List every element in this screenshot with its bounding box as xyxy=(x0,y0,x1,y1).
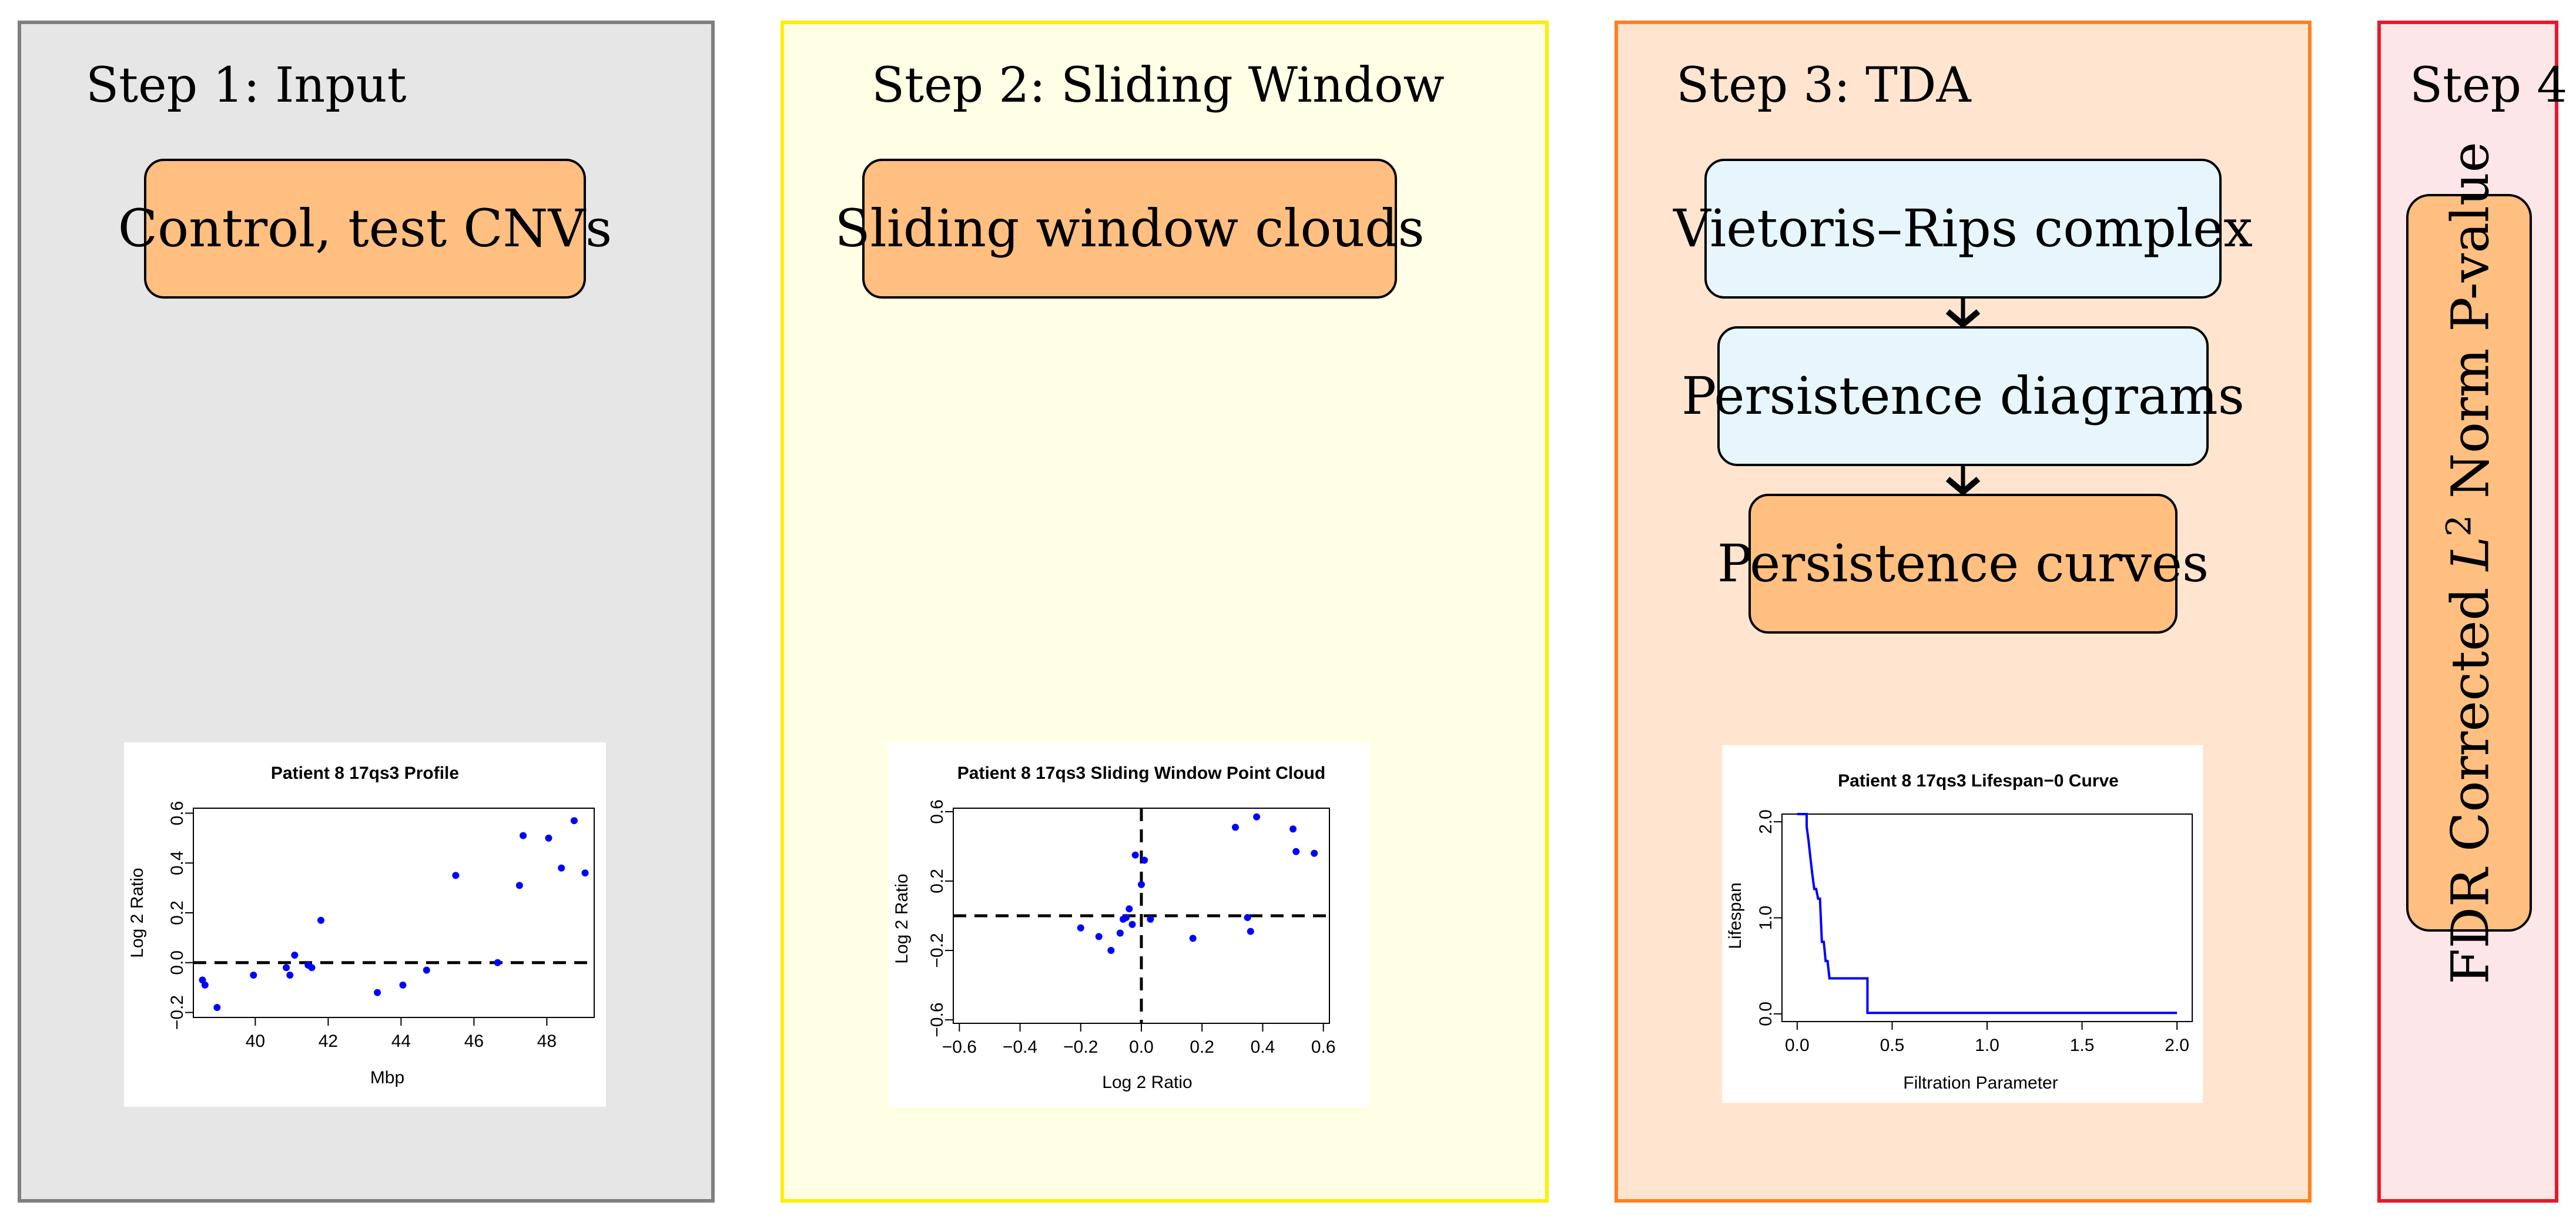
data-point xyxy=(283,964,290,972)
chart-title: Patient 8 17qs3 Sliding Window Point Clo… xyxy=(957,764,1325,783)
data-point xyxy=(201,981,209,989)
y-tick-label: 1.0 xyxy=(1756,906,1776,930)
x-tick-label: 0.0 xyxy=(1129,1037,1154,1057)
data-point xyxy=(545,834,552,842)
x-tick-label: 1.5 xyxy=(2070,1036,2095,1055)
x-tick-label: 0.5 xyxy=(1880,1036,1905,1055)
x-tick-label: 0.6 xyxy=(1311,1037,1336,1057)
x-tick-label: 46 xyxy=(464,1032,484,1051)
data-point xyxy=(213,1004,221,1012)
lifespan-series-line xyxy=(1797,813,2178,1015)
y-tick-label: 0.2 xyxy=(168,900,187,925)
data-point xyxy=(581,869,589,877)
chart-title: Patient 8 17qs3 Profile xyxy=(271,764,459,783)
step1-title: Step 1: Input xyxy=(86,58,407,113)
data-point xyxy=(1116,929,1124,937)
profile-chart: Patient 8 17qs3 Profile 40 42 44 46 48 −0.2 0.0… xyxy=(128,764,595,1087)
x-tick-label: 44 xyxy=(391,1032,411,1051)
data-point xyxy=(1247,928,1254,935)
y-tick-label: 2.0 xyxy=(1756,809,1776,834)
data-point xyxy=(515,882,523,889)
y-tick-label: −0.2 xyxy=(927,933,947,967)
data-point xyxy=(558,864,565,872)
data-point xyxy=(286,971,294,979)
y-tick-label: 0.6 xyxy=(927,799,947,824)
x-axis-label: Log 2 Ratio xyxy=(1102,1073,1192,1092)
y-tick-label: 0.0 xyxy=(168,950,187,975)
data-point xyxy=(374,989,381,996)
step2-title: Step 2: Sliding Window xyxy=(872,58,1445,113)
data-point xyxy=(423,966,430,974)
x-tick-label: 0.2 xyxy=(1190,1037,1214,1057)
vietoris-rips-complex-box: Vietoris–Rips complex xyxy=(1673,159,2253,299)
data-point xyxy=(1123,913,1130,921)
persistence-diagrams-box: Persistence diagrams xyxy=(1681,326,2245,466)
x-tick-label: 40 xyxy=(246,1032,265,1051)
data-point xyxy=(308,964,316,972)
data-point xyxy=(250,971,257,979)
data-point xyxy=(1138,880,1145,888)
y-tick-label: −0.6 xyxy=(927,1002,947,1037)
data-point xyxy=(520,832,527,839)
data-point xyxy=(1141,856,1148,864)
chart-title: Patient 8 17qs3 Lifespan−0 Curve xyxy=(1838,771,2119,791)
profile-plot: Patient 8 17qs3 Profile 40 42 44 46 48 −0.2 0.0… xyxy=(124,742,606,1107)
x-tick-label: 2.0 xyxy=(2165,1036,2189,1055)
fdr-pvalue-label: FDR Corrected L2 Norm P-value xyxy=(2438,141,2501,985)
data-point xyxy=(1107,947,1115,955)
point-cloud-chart: Patient 8 17qs3 Sliding Window Point Clo… xyxy=(892,764,1336,1092)
plot-frame xyxy=(193,808,595,1018)
data-point xyxy=(1128,920,1136,928)
data-point xyxy=(1125,905,1133,913)
y-tick-label: 0.2 xyxy=(927,869,947,893)
x-tick-label: 0.0 xyxy=(1785,1036,1810,1055)
x-tick-label: −0.4 xyxy=(1003,1037,1037,1057)
x-tick-label: 42 xyxy=(319,1032,338,1051)
arrow-down-2 xyxy=(1945,465,1981,496)
y-tick-label: 0.0 xyxy=(1756,1002,1776,1026)
data-point xyxy=(291,952,299,959)
data-point xyxy=(317,916,324,924)
data-point xyxy=(1095,933,1103,940)
data-point xyxy=(570,817,578,825)
y-axis-label: Log 2 Ratio xyxy=(128,868,147,957)
data-point xyxy=(1147,915,1154,923)
x-axis-label: Mbp xyxy=(370,1068,404,1087)
persistence-curves-box: Persistence curves xyxy=(1717,494,2209,634)
data-point xyxy=(399,981,407,989)
data-point xyxy=(1244,913,1251,921)
arrow-down-1 xyxy=(1945,297,1981,328)
sliding-window-clouds-box: Sliding window clouds xyxy=(835,159,1425,299)
data-point xyxy=(452,872,460,879)
data-point xyxy=(494,959,501,966)
data-point xyxy=(1232,823,1239,831)
plot-frame xyxy=(1781,813,2193,1022)
x-tick-label: −0.6 xyxy=(942,1037,977,1057)
control-test-cnvs-box: Control, test CNVs xyxy=(118,159,612,299)
data-point xyxy=(1311,849,1318,857)
data-point xyxy=(1077,924,1084,932)
fdr-pvalue-box: FDR Corrected L2 Norm P-value xyxy=(2406,142,2532,984)
y-tick-label: −0.2 xyxy=(168,995,187,1030)
y-tick-label: 0.6 xyxy=(168,801,187,826)
data-point xyxy=(1292,848,1300,855)
data-point xyxy=(1289,825,1297,833)
y-axis-label: Lifespan xyxy=(1726,882,1745,949)
y-tick-label: 0.4 xyxy=(168,851,187,875)
y-axis-label: Log 2 Ratio xyxy=(892,873,912,963)
point-cloud-plot: Patient 8 17qs3 Sliding Window Point Clo… xyxy=(889,742,1369,1107)
lifespan-plot: Patient 8 17qs3 Lifespan−0 Curve 0.0 0.5 1.… xyxy=(1722,745,2203,1103)
x-tick-label: 48 xyxy=(537,1032,557,1051)
data-point xyxy=(1253,813,1261,821)
data-point xyxy=(1189,935,1197,942)
x-tick-label: 1.0 xyxy=(1975,1036,1999,1055)
lifespan-chart: Patient 8 17qs3 Lifespan−0 Curve 0.0 0.5 1.… xyxy=(1726,771,2193,1093)
data-point xyxy=(1131,851,1139,859)
x-tick-label: 0.4 xyxy=(1251,1037,1275,1057)
step4-title: Step 4 xyxy=(2410,58,2568,113)
x-axis-label: Filtration Parameter xyxy=(1903,1073,2058,1093)
x-tick-label: −0.2 xyxy=(1063,1037,1098,1057)
step3-title: Step 3: TDA xyxy=(1676,58,1971,113)
